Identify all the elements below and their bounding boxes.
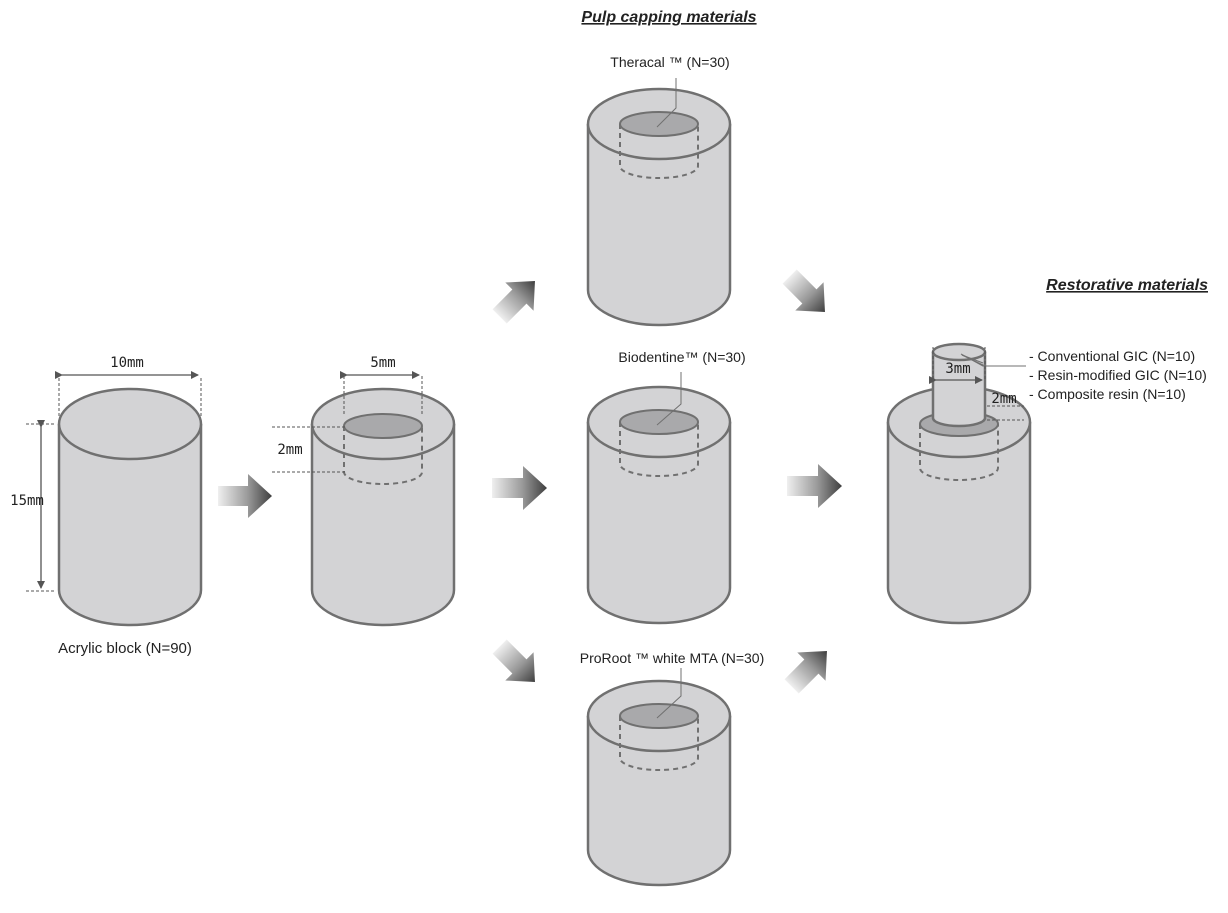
arrow-right-to-biodentine — [492, 466, 547, 510]
restorative-materials-list: - Conventional GIC (N=10) - Resin-modifi… — [1029, 348, 1207, 402]
restoration-height-label: 2mm — [991, 391, 1016, 407]
restoration-height-dimension — [987, 405, 1024, 421]
restoration-width-dimension — [929, 347, 986, 384]
restoration-width-label: 3mm — [945, 361, 970, 377]
restorative-item-resin-modified-gic: - Resin-modified GIC (N=10) — [1029, 367, 1207, 383]
theracal-label: Theracal ™ (N=30) — [610, 54, 729, 70]
biodentine-label: Biodentine™ (N=30) — [618, 349, 745, 365]
block-height-label: 15mm — [10, 493, 44, 509]
prepared-block-cylinder — [310, 387, 456, 627]
cavity-width-label: 5mm — [370, 355, 395, 371]
proroot-mta-label: ProRoot ™ white MTA (N=30) — [580, 650, 765, 666]
block-width-dimension — [55, 371, 202, 416]
acrylic-block-label: Acrylic block (N=90) — [58, 640, 192, 657]
arrow-down-right-to-restoration — [782, 269, 825, 312]
arrow-up-right-to-theracal — [492, 281, 535, 324]
block-width-label: 10mm — [110, 355, 144, 371]
restorative-item-conventional-gic: - Conventional GIC (N=10) — [1029, 348, 1195, 364]
cavity-depth-label: 2mm — [277, 442, 302, 458]
arrow-down-right-to-mta — [492, 639, 535, 682]
arrow-right-to-restoration — [787, 464, 842, 508]
restoration-leader-line — [961, 354, 984, 364]
theracal-cylinder — [586, 78, 732, 327]
proroot-mta-cylinder — [586, 668, 732, 887]
restored-block-cylinder — [886, 342, 1032, 625]
cavity-width-dimension — [340, 371, 423, 416]
pulp-capping-header: Pulp capping materials — [581, 9, 756, 26]
block-height-dimension — [26, 420, 56, 592]
restorative-header: Restorative materials — [1046, 277, 1208, 294]
arrow-right-1 — [218, 474, 272, 518]
arrow-up-right-to-restoration — [784, 651, 827, 694]
cavity-depth-dimension — [272, 426, 346, 473]
restorative-item-composite-resin: - Composite resin (N=10) — [1029, 386, 1186, 402]
acrylic-block-cylinder — [57, 387, 203, 627]
biodentine-cylinder — [586, 372, 732, 625]
